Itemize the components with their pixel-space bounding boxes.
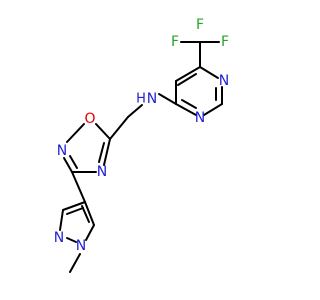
bond-ox-c5-o1 (95, 123, 111, 140)
atom-oxadiazole-n2: N (57, 143, 67, 159)
atom-pyrimidine-n3: N (195, 110, 205, 126)
atom-amine-n: N (147, 91, 157, 107)
bond-pz-c3-n2 (59, 209, 64, 231)
bond-ox-o1-n2 (66, 123, 85, 143)
bond-pz-c4-c3-double (66, 207, 84, 215)
bond-ox-n2-c3 (63, 157, 73, 173)
bond-ox-n4-c5 (103, 138, 111, 166)
bond-pyr-n1-c6 (199, 66, 219, 79)
bond-pz-n1-c5 (85, 224, 95, 241)
molecule-diagram: F F F N N N H O N N N N (53, 17, 230, 273)
bond-pz-n2-n1 (66, 237, 77, 243)
bond-ox-pz (71, 171, 86, 203)
bond-pz-c5-c4-double (81, 205, 90, 223)
atom-f1: F (196, 17, 204, 33)
atom-oxadiazole-o: O (84, 111, 95, 127)
bond-pyr-c4-n3 (175, 103, 197, 116)
bond-pz-c4-c3 (62, 201, 86, 211)
atom-f3: F (221, 34, 229, 50)
bond-pyr-c6-c5-double (177, 73, 197, 86)
atom-amine-h: H (136, 92, 146, 107)
bond-pyr-c4-n3-double (181, 99, 197, 109)
atom-oxadiazole-n4: N (97, 164, 107, 180)
atom-pyrazole-n2: N (54, 230, 64, 246)
atom-pyrimidine-n1: N (219, 73, 229, 89)
structure-svg: F F F N N N H O N N N N (54, 17, 229, 273)
bond-pz-n-methyl (69, 253, 81, 273)
atom-pyrazole-n1: N (76, 238, 86, 254)
bond-pyr-c6-c5 (175, 66, 201, 82)
bond-pyr-n3-c2 (203, 103, 223, 116)
bond-c4-nh (158, 93, 177, 105)
bond-nh-ch2 (127, 104, 143, 118)
atom-f2: F (171, 34, 179, 50)
bond-pz-c5-c4 (84, 201, 95, 226)
bond-ch2-ox (109, 116, 129, 140)
bond-ox-n2-c3-double (69, 155, 78, 169)
bond-ox-n4-c5-double (98, 142, 105, 163)
